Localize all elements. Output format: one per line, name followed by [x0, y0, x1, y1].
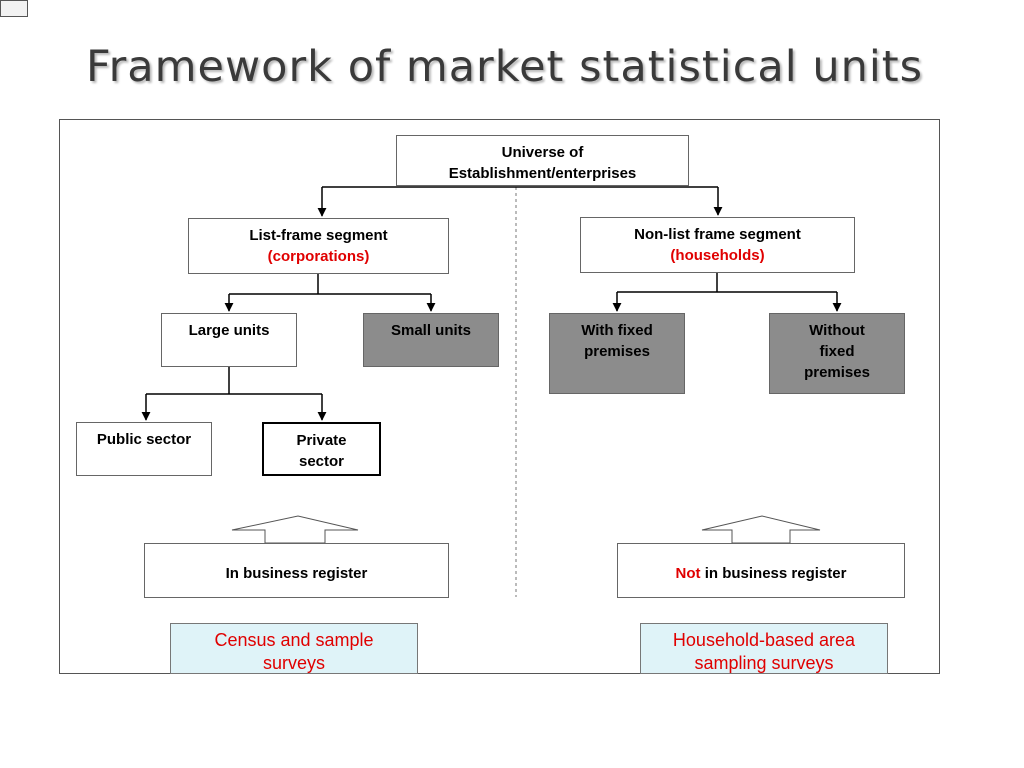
public-sector-label: Public sector	[96, 431, 192, 448]
up-block-arrow-right	[701, 515, 821, 544]
private-sector-box: Private sector	[262, 422, 381, 476]
slide-title: Framework of market statistical units	[86, 42, 924, 92]
census-survey-box: Census and sample surveys	[170, 623, 418, 674]
household-survey-line1: Household-based area	[672, 630, 856, 650]
in-business-register-box: In business register	[144, 543, 449, 598]
without-fixed-line3: premises	[804, 364, 870, 381]
list-frame-box: List-frame segment (corporations)	[188, 218, 449, 274]
census-survey-line1: Census and sample	[214, 630, 374, 650]
up-block-arrow-left	[231, 515, 359, 544]
universe-box: Universe of Establishment/enterprises	[396, 135, 689, 186]
with-fixed-line1: With fixed	[581, 322, 653, 339]
without-fixed-premises-box: Without fixed premises	[769, 313, 905, 394]
without-fixed-line1: Without	[809, 322, 865, 339]
household-survey-box: Household-based area sampling surveys	[640, 623, 888, 674]
not-word: Not	[675, 565, 701, 582]
diagram-frame	[59, 119, 940, 674]
universe-line1: Universe of	[501, 144, 584, 161]
in-business-register-label: In business register	[225, 565, 368, 582]
small-units-box: Small units	[363, 313, 499, 367]
small-units-label: Small units	[390, 322, 472, 339]
slide-corner-box	[0, 0, 28, 17]
large-units-box: Large units	[161, 313, 297, 367]
private-sector-line1: Private	[296, 432, 347, 449]
non-list-frame-sub: (households)	[670, 247, 765, 264]
public-sector-box: Public sector	[76, 422, 212, 476]
non-list-frame-label: Non-list frame segment	[634, 226, 801, 243]
not-in-business-register-box: Not in business register	[617, 543, 905, 598]
universe-line2: Establishment/enterprises	[448, 165, 637, 182]
not-in-business-register-rest: in business register	[700, 565, 847, 582]
large-units-label: Large units	[188, 322, 270, 339]
non-list-frame-box: Non-list frame segment (households)	[580, 217, 855, 273]
household-survey-line2: sampling surveys	[694, 653, 834, 673]
list-frame-label: List-frame segment	[249, 227, 388, 244]
list-frame-sub: (corporations)	[267, 248, 370, 265]
census-survey-line2: surveys	[262, 653, 325, 673]
private-sector-line2: sector	[298, 453, 345, 470]
with-fixed-premises-box: With fixed premises	[549, 313, 685, 394]
without-fixed-line2: fixed	[819, 343, 855, 360]
with-fixed-line2: premises	[584, 343, 650, 360]
